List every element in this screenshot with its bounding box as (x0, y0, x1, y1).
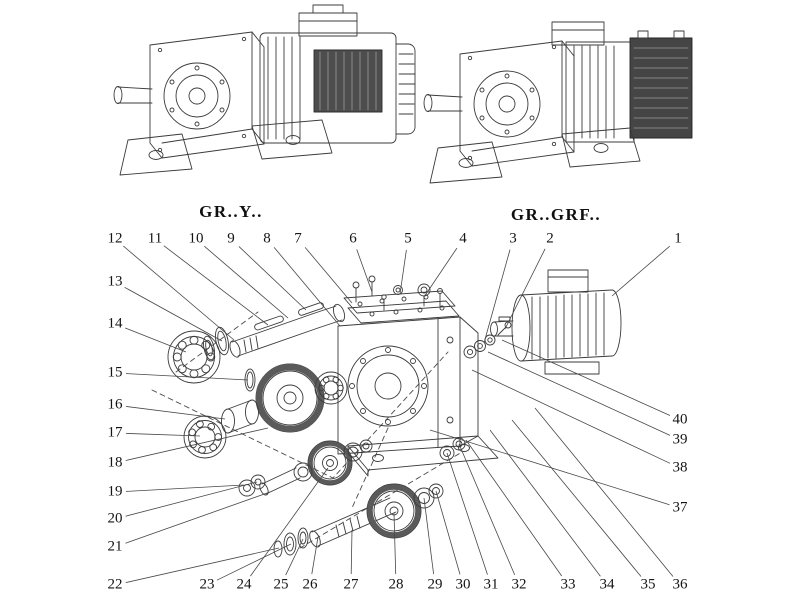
callout-37: 37 (672, 499, 688, 516)
callout-8: 8 (263, 230, 271, 247)
assembly-axis-lines (151, 311, 463, 549)
leader-line-36 (534, 407, 674, 577)
callout-26: 26 (302, 576, 318, 593)
intermediate-bearing (314, 371, 348, 405)
callout-30: 30 (455, 576, 471, 593)
assembled-view-gr-grf (423, 21, 693, 184)
callout-23: 23 (199, 576, 215, 593)
leader-line-14 (125, 327, 187, 353)
leader-line-7 (304, 247, 353, 304)
callout-9: 9 (227, 230, 235, 247)
callout-28: 28 (388, 576, 404, 593)
variant-label-gr-y: GR..Y.. (199, 202, 263, 221)
leader-line-2 (504, 248, 546, 330)
leader-line-12 (123, 245, 235, 341)
callout-32: 32 (511, 576, 527, 593)
leader-line-21 (125, 491, 271, 544)
leader-line-31 (446, 452, 488, 575)
callout-18: 18 (107, 454, 123, 471)
gear-housing (337, 316, 499, 477)
leader-line-32 (458, 443, 516, 576)
callout-13: 13 (107, 273, 123, 290)
callout-22: 22 (107, 576, 123, 593)
leader-line-34 (489, 429, 601, 577)
callout-10: 10 (188, 230, 204, 247)
inspection-cover (343, 290, 460, 324)
exploded-view (151, 269, 622, 558)
callout-7: 7 (294, 230, 302, 247)
leader-line-39 (487, 351, 671, 436)
leader-line-11 (163, 245, 269, 326)
leader-line-13 (124, 286, 223, 342)
second-stage-gear (307, 439, 373, 486)
leader-line-27 (350, 529, 353, 575)
callout-36: 36 (672, 576, 688, 593)
callout-12: 12 (107, 230, 123, 247)
leader-line-16 (125, 406, 226, 420)
leader-line-24 (250, 467, 329, 577)
callout-33: 33 (560, 576, 576, 593)
output-shaft (229, 302, 346, 358)
callout-3: 3 (509, 230, 517, 247)
leader-line-8 (273, 247, 341, 327)
assembled-view-gr-y (113, 4, 416, 176)
callout-2: 2 (546, 230, 554, 247)
leader-line-17 (125, 433, 201, 437)
variant-label-gr-grf: GR..GRF.. (510, 205, 602, 224)
callout-24: 24 (236, 576, 252, 593)
leader-line-40 (501, 339, 671, 416)
leader-line-35 (511, 419, 642, 577)
bushing-and-bearing (183, 399, 259, 459)
electric-motor (490, 269, 622, 375)
output-gear (255, 363, 325, 433)
leader-line-25 (285, 538, 304, 576)
callout-34: 34 (599, 576, 615, 593)
callout-21: 21 (107, 538, 123, 555)
leader-line-38 (471, 369, 671, 464)
leader-line-18 (125, 427, 269, 461)
callout-39: 39 (672, 431, 688, 448)
leader-line-5 (399, 249, 407, 295)
callout-15: 15 (107, 364, 123, 381)
leader-line-29 (423, 497, 434, 575)
callout-17: 17 (107, 424, 123, 441)
leader-line-3 (483, 249, 511, 344)
leader-line-28 (393, 512, 397, 575)
callout-31: 31 (483, 576, 499, 593)
input-shaft-assembly (273, 437, 466, 558)
callout-16: 16 (107, 396, 123, 413)
callout-6: 6 (349, 230, 357, 247)
callout-11: 11 (147, 230, 163, 247)
callout-25: 25 (273, 576, 289, 593)
callout-20: 20 (107, 510, 123, 527)
leader-line-9 (238, 246, 307, 311)
leader-line-26 (311, 536, 319, 575)
callout-1: 1 (674, 230, 682, 247)
leader-line-20 (125, 481, 258, 517)
leader-line-19 (125, 484, 245, 492)
callout-29: 29 (427, 576, 443, 593)
leader-line-33 (465, 439, 563, 577)
leader-line-6 (356, 249, 373, 293)
callout-5: 5 (404, 230, 412, 247)
leader-line-23 (216, 543, 292, 581)
leader-line-30 (435, 490, 461, 575)
leader-line-15 (125, 373, 249, 381)
leader-line-1 (611, 245, 670, 297)
leader-line-10 (204, 245, 289, 319)
leader-line-22 (125, 547, 280, 583)
callout-27: 27 (343, 576, 359, 593)
callout-40: 40 (672, 411, 688, 428)
leader-line-4 (423, 247, 458, 298)
callout-35: 35 (640, 576, 656, 593)
callout-14: 14 (107, 315, 123, 332)
callout-4: 4 (459, 230, 467, 247)
callout-19: 19 (107, 483, 123, 500)
callout-38: 38 (672, 459, 688, 476)
leader-line-37 (429, 429, 670, 506)
